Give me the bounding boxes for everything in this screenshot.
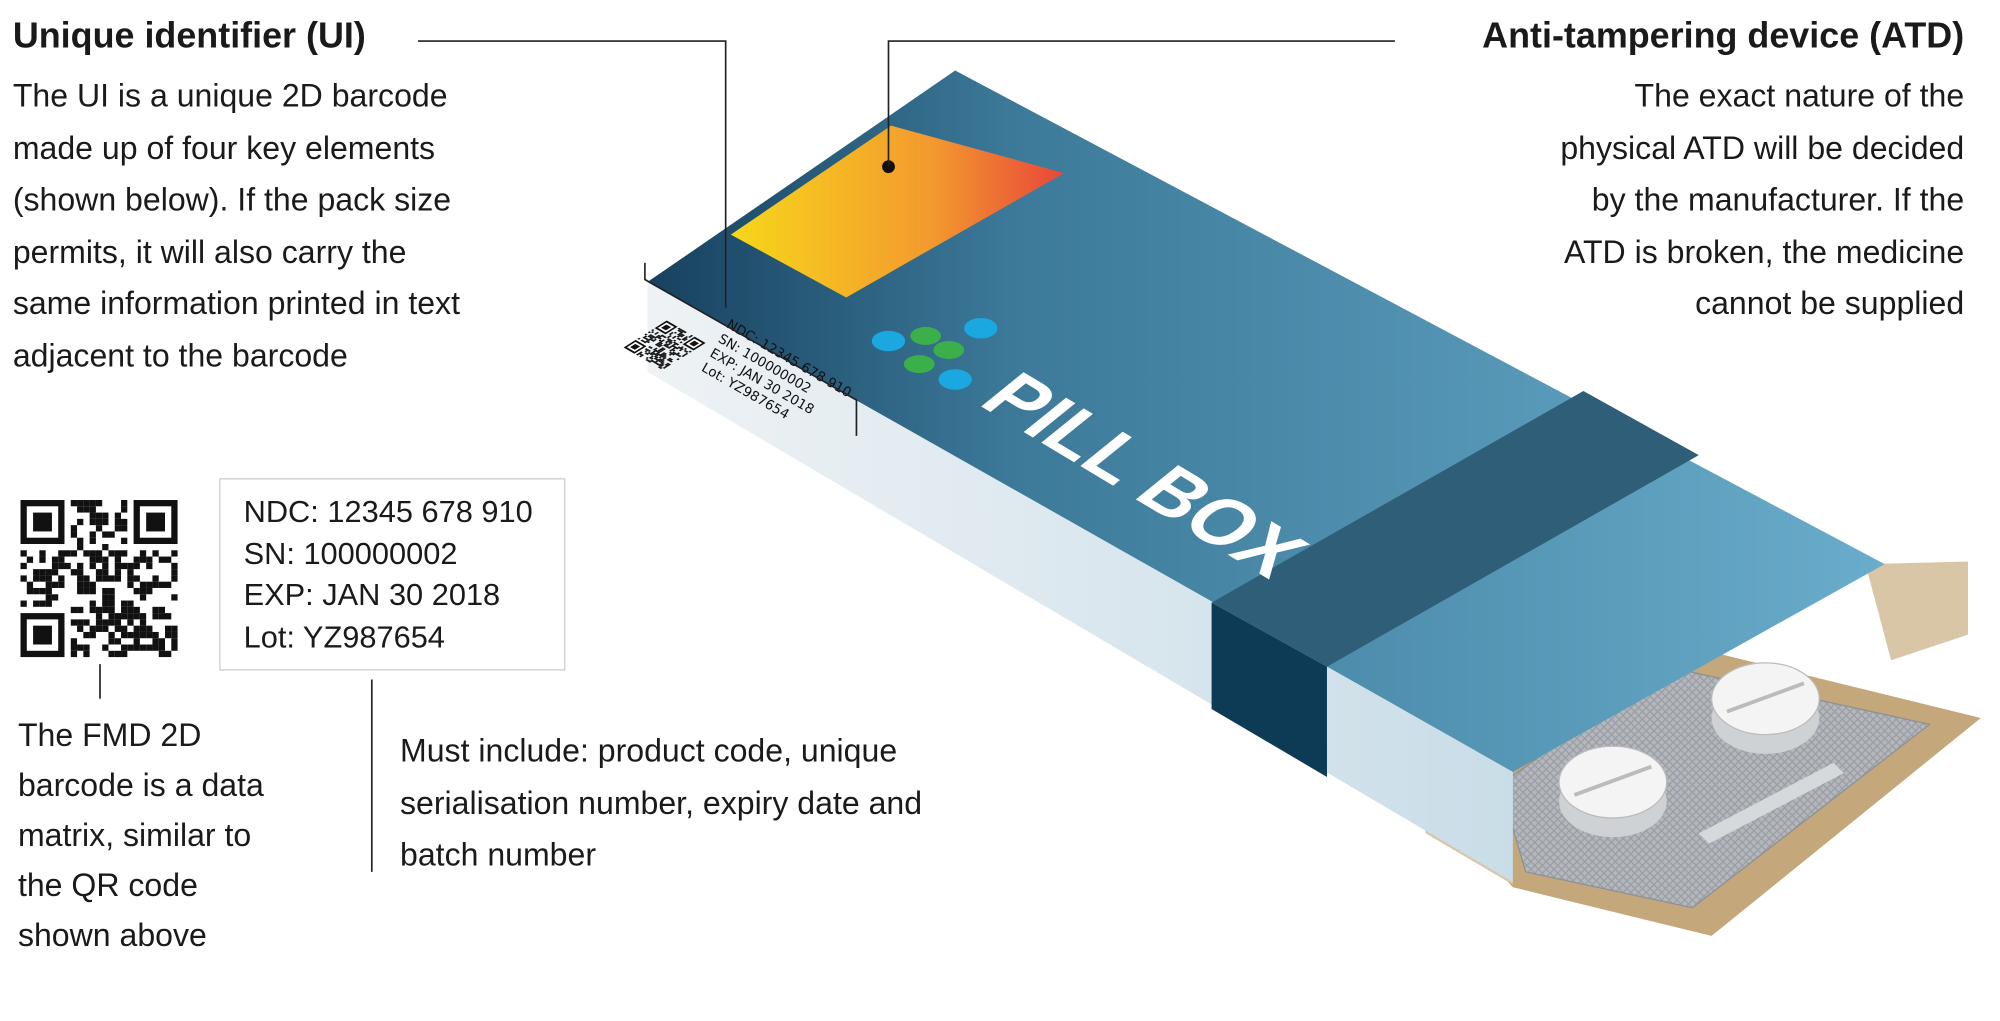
atd-band-side (1211, 602, 1327, 777)
logo-dot (964, 317, 998, 339)
pill (1710, 662, 1820, 754)
pill (1558, 745, 1668, 838)
blister-slot (1698, 762, 1844, 844)
logo-dot (938, 369, 972, 390)
atd-seal (730, 125, 1065, 298)
ui-title: Unique identifier (UI) (12, 15, 366, 56)
ui-leader-line (417, 40, 727, 308)
pack-barcode (623, 320, 706, 369)
logo-dot (933, 341, 965, 359)
atd-band-top (1211, 391, 1699, 667)
atd-pointer-dot (882, 160, 895, 174)
tray-flap-right (1865, 561, 1969, 661)
logo-dot (903, 355, 935, 374)
logo-dot (910, 326, 942, 345)
qr-code (20, 500, 178, 658)
box-top (647, 70, 1885, 772)
atd-title: Anti-tampering device (ATD) (1482, 15, 1965, 56)
atd-leader-line (887, 40, 1395, 167)
logo-dot (871, 330, 906, 352)
ui-bracket-line (644, 262, 858, 436)
